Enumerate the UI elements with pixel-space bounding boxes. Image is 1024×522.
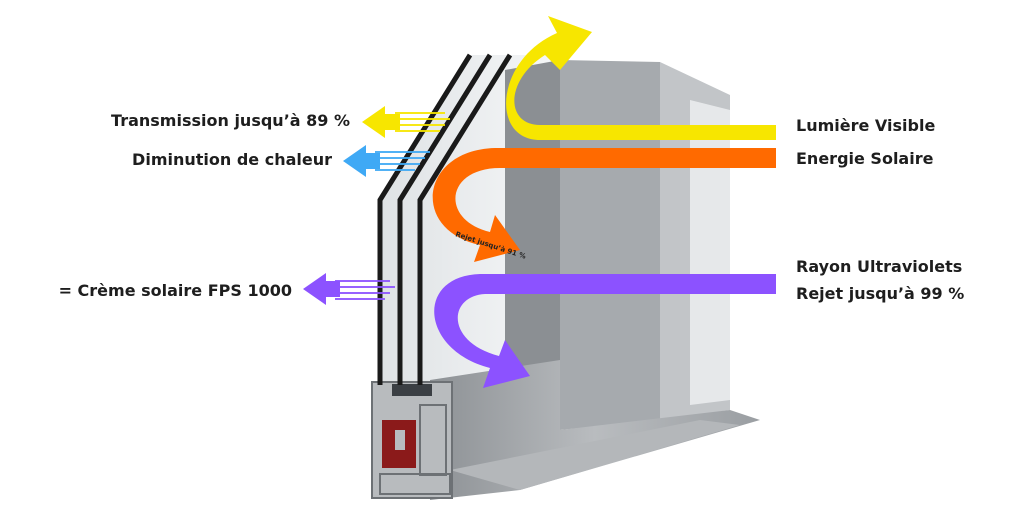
glass-edge-2 — [397, 53, 493, 385]
transmission-arrow — [362, 106, 400, 138]
solar-energy-label: Energie Solaire — [796, 149, 934, 168]
uv-arrow — [434, 274, 776, 388]
side-profile — [560, 60, 660, 430]
uv-transmission-stream — [303, 273, 395, 305]
visible-light-arrow — [506, 16, 776, 140]
transmission-stream — [362, 106, 450, 138]
heat-reduction-label: Diminution de chaleur — [132, 150, 332, 169]
side-profile-edge — [690, 100, 730, 405]
visible-light-label: Lumière Visible — [796, 116, 936, 135]
transmission-label: Transmission jusqu’à 89 % — [111, 111, 350, 130]
glass-edge-1 — [377, 53, 473, 385]
glass-edge-3 — [417, 53, 513, 385]
uv-rejection-label: Rejet jusqu’à 99 % — [796, 284, 965, 303]
uv-title-label: Rayon Ultraviolets — [796, 257, 963, 276]
heat-arrow — [343, 145, 380, 177]
sill-track — [450, 420, 740, 490]
uv-small-arrow — [303, 273, 340, 305]
sunscreen-label: = Crème solaire FPS 1000 — [58, 281, 292, 300]
heat-stream — [343, 145, 430, 177]
